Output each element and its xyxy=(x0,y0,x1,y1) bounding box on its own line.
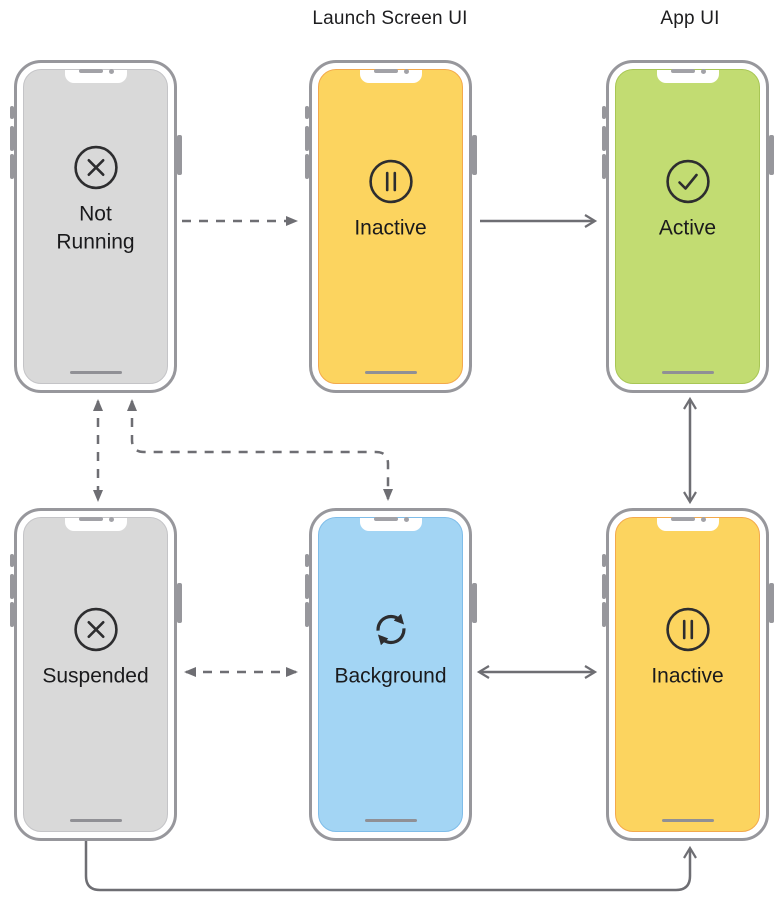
phone-inactive-launch: Inactive xyxy=(304,60,477,393)
home-indicator xyxy=(661,370,714,374)
power-button xyxy=(769,135,774,175)
camera-icon xyxy=(108,68,114,74)
volume-up-button xyxy=(304,574,309,599)
sync-icon xyxy=(369,608,413,652)
pause-circle-icon xyxy=(665,608,710,652)
speaker-icon xyxy=(670,517,695,521)
state-label: Not Running xyxy=(56,202,135,254)
state-label: Suspended xyxy=(42,664,149,688)
camera-icon xyxy=(403,516,409,522)
power-button xyxy=(472,583,477,623)
arrow-suspended-to-inactive-bottom xyxy=(84,838,697,892)
mute-switch xyxy=(304,106,309,119)
column-header-app-ui: App UI xyxy=(660,8,720,29)
volume-down-button xyxy=(601,154,606,179)
volume-up-button xyxy=(601,574,606,599)
volume-down-button xyxy=(9,154,14,179)
camera-icon xyxy=(700,516,706,522)
power-button xyxy=(769,583,774,623)
x-circle-icon xyxy=(73,608,118,652)
home-indicator xyxy=(69,370,122,374)
x-circle-icon xyxy=(73,146,118,190)
screen: Inactive xyxy=(318,69,463,384)
home-indicator xyxy=(69,818,122,822)
home-indicator xyxy=(661,818,714,822)
power-button xyxy=(177,583,182,623)
mute-switch xyxy=(9,554,14,567)
speaker-icon xyxy=(670,69,695,73)
screen: Not Running xyxy=(23,69,168,384)
screen: Suspended xyxy=(23,517,168,832)
camera-icon xyxy=(700,68,706,74)
pause-circle-icon xyxy=(368,160,413,204)
arrow-notrunning-background-twoway xyxy=(127,399,393,501)
speaker-icon xyxy=(78,69,103,73)
check-circle-icon xyxy=(665,160,710,204)
volume-down-button xyxy=(601,602,606,627)
mute-switch xyxy=(9,106,14,119)
home-indicator xyxy=(364,370,417,374)
volume-down-button xyxy=(304,602,309,627)
speaker-icon xyxy=(373,517,398,521)
phone-inactive-app: Inactive xyxy=(601,508,774,841)
mute-switch xyxy=(304,554,309,567)
state-label: Active xyxy=(658,216,717,240)
camera-icon xyxy=(108,516,114,522)
volume-up-button xyxy=(9,574,14,599)
mute-switch xyxy=(601,106,606,119)
volume-up-button xyxy=(9,126,14,151)
screen: Background xyxy=(318,517,463,832)
speaker-icon xyxy=(373,69,398,73)
power-button xyxy=(177,135,182,175)
volume-up-button xyxy=(304,126,309,151)
phone-suspended: Suspended xyxy=(9,508,182,841)
camera-icon xyxy=(403,68,409,74)
screen: Active xyxy=(615,69,760,384)
state-label: Inactive xyxy=(651,664,724,688)
power-button xyxy=(472,135,477,175)
screen: Inactive xyxy=(615,517,760,832)
phone-not-running: Not Running xyxy=(9,60,182,393)
phone-background: Background xyxy=(304,508,477,841)
mute-switch xyxy=(601,554,606,567)
volume-down-button xyxy=(304,154,309,179)
speaker-icon xyxy=(78,517,103,521)
column-header-launch-screen-ui: Launch Screen UI xyxy=(312,8,468,29)
state-label: Inactive xyxy=(354,216,427,240)
state-label: Background xyxy=(334,664,447,688)
volume-up-button xyxy=(601,126,606,151)
volume-down-button xyxy=(9,602,14,627)
phone-active: Active xyxy=(601,60,774,393)
home-indicator xyxy=(364,818,417,822)
